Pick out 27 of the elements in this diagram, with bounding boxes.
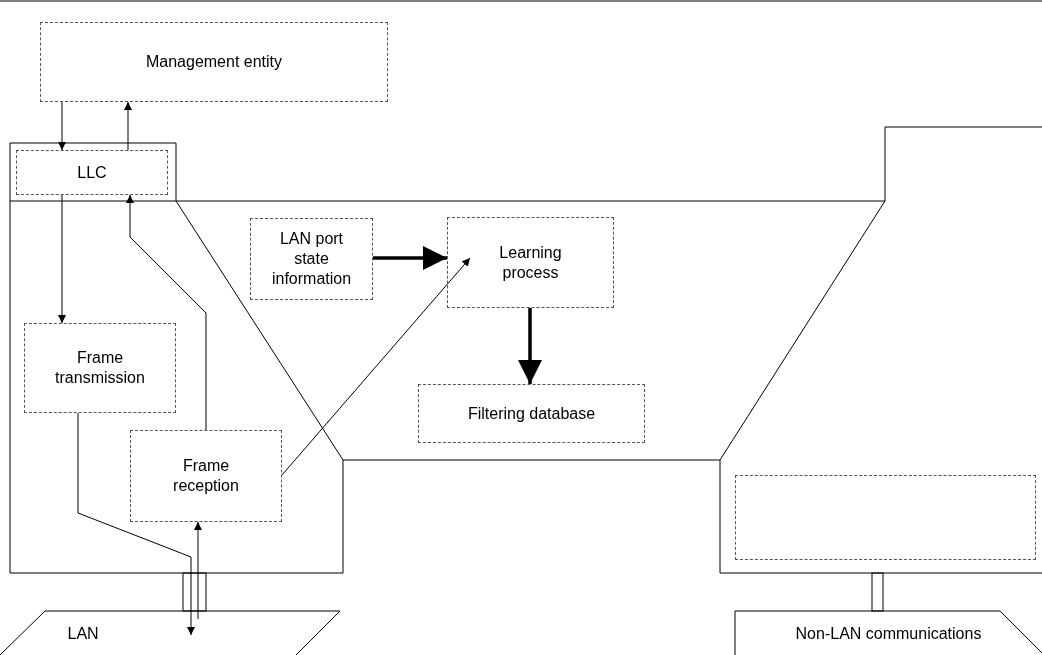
node-label: Frame reception: [172, 456, 240, 496]
process-box: [40, 22, 388, 102]
node-label: LAN port state information: [270, 229, 353, 289]
arrow: [124, 101, 132, 151]
process-box: [130, 430, 282, 522]
empty-box: [735, 475, 1036, 560]
node-label: Learning process: [498, 242, 563, 283]
arrow: [281, 257, 471, 476]
node-label: LLC: [77, 162, 107, 183]
arrow: [517, 308, 543, 384]
arrow: [126, 194, 207, 431]
arrow: [58, 194, 66, 324]
process-box: [418, 384, 645, 443]
node-label: Filtering database: [467, 403, 596, 424]
node-label: Frame transmission: [54, 348, 146, 388]
arrow: [373, 245, 447, 271]
arrow: [58, 101, 66, 151]
node-label: Management entity: [145, 52, 283, 72]
node-label: LAN: [67, 624, 100, 644]
arrow: [77, 412, 195, 636]
process-box: [16, 150, 168, 195]
process-box: [250, 218, 373, 300]
parallelogram-shape: [735, 611, 1042, 655]
process-box: [447, 217, 614, 308]
process-box: [24, 323, 176, 413]
arrow: [194, 521, 202, 620]
node-label: Non-LAN communications: [795, 624, 982, 644]
